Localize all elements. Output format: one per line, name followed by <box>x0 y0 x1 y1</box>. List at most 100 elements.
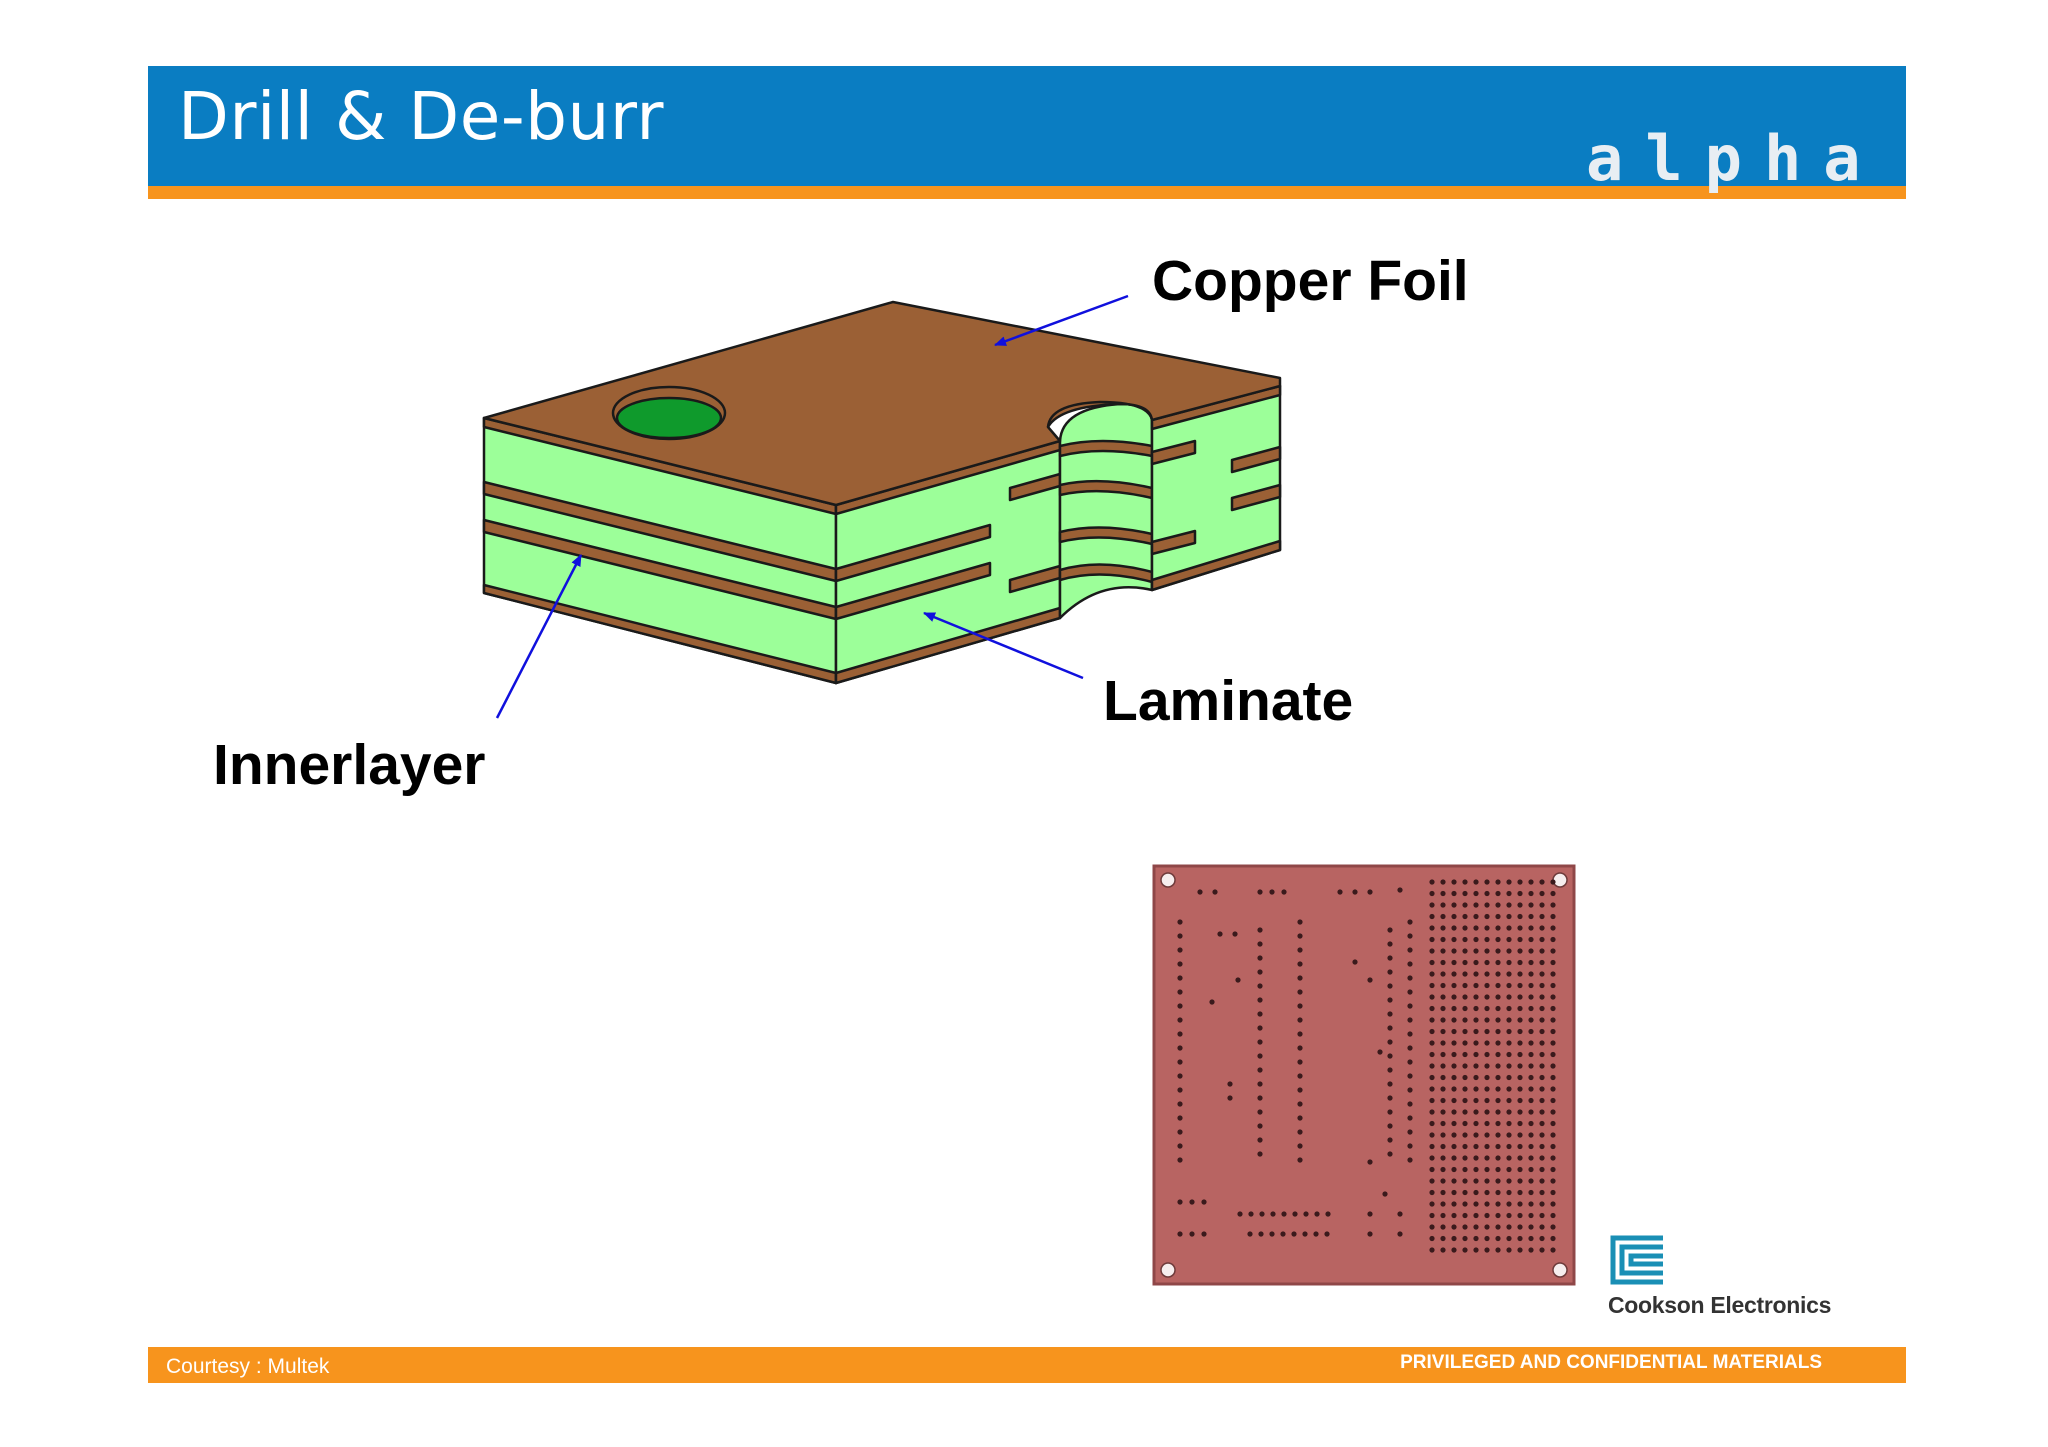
pcb-drill-hole <box>1484 1132 1490 1138</box>
pcb-drill-hole <box>1280 1231 1286 1237</box>
pcb-drill-hole <box>1539 1166 1545 1173</box>
pcb-drill-hole <box>1528 1178 1534 1184</box>
pcb-drill-hole <box>1387 955 1393 961</box>
pcb-drill-hole <box>1550 1201 1556 1207</box>
pcb-drill-hole <box>1177 919 1183 925</box>
pcb-drill-hole <box>1429 959 1435 966</box>
pcb-drill-hole <box>1495 1235 1501 1242</box>
pcb-drill-hole <box>1539 902 1545 908</box>
pcb-drill-hole <box>1451 1097 1457 1104</box>
pcb-drill-hole <box>1506 1074 1512 1081</box>
pcb-drill-hole <box>1473 879 1479 885</box>
pcb-drill-hole <box>1407 919 1413 925</box>
pcb-drill-hole <box>1451 948 1457 954</box>
pcb-drill-hole <box>1473 1224 1479 1230</box>
pcb-drill-hole <box>1407 1143 1413 1149</box>
far-right-face-bottom-copper <box>1150 539 1282 592</box>
pcb-drill-hole <box>1248 1211 1254 1217</box>
pcb-drill-hole <box>1177 975 1183 981</box>
pcb-drill-hole <box>1484 1178 1490 1184</box>
pcb-drill-hole <box>1269 889 1275 895</box>
pcb-drill-hole <box>1506 1224 1512 1230</box>
right-face-inner-2 <box>834 561 992 621</box>
pcb-drill-hole <box>1462 971 1468 977</box>
pcb-drill-hole <box>1528 925 1534 931</box>
pcb-drill-hole <box>1528 1086 1534 1092</box>
pcb-drill-hole <box>1407 1073 1413 1079</box>
pcb-drill-hole <box>1506 902 1512 908</box>
pcb-drill-hole <box>1429 1017 1435 1023</box>
pcb-drill-hole <box>1495 1189 1501 1196</box>
pcb-drill-hole <box>1462 959 1468 966</box>
pcb-drill-hole <box>1297 1115 1303 1121</box>
pcb-drill-hole <box>1517 1201 1523 1207</box>
pcb-drill-hole <box>1528 1224 1534 1230</box>
pcb-drill-hole <box>1517 1040 1523 1046</box>
innerlayer-label: Innerlayer <box>213 733 486 797</box>
pcb-drill-hole <box>1429 890 1435 897</box>
far-right-stub-1 <box>1150 439 1197 466</box>
pcb-drill-hole <box>1451 1017 1457 1023</box>
pcb-drill-hole <box>1257 955 1263 961</box>
pcb-drill-hole <box>1257 969 1263 975</box>
pcb-drill-hole <box>1387 1109 1393 1115</box>
pcb-drill-hole <box>1429 936 1435 943</box>
pcb-drill-hole <box>1297 947 1303 953</box>
pcb-drill-hole <box>1462 1109 1468 1115</box>
header-accent-stripe <box>148 186 1906 199</box>
pcb-drill-hole <box>1367 977 1373 983</box>
pcb-drill-hole <box>1473 1247 1479 1253</box>
pcb-drill-hole <box>1462 982 1468 989</box>
pcb-drill-hole <box>1473 1051 1479 1058</box>
pcb-drill-hole <box>1352 959 1358 965</box>
pcb-drill-hole <box>1429 925 1435 931</box>
pcb-drill-hole <box>1257 1039 1263 1045</box>
pcb-drill-hole <box>1451 1212 1457 1219</box>
pcb-drill-hole <box>1473 1005 1479 1012</box>
pcb-drill-hole <box>1297 1143 1303 1149</box>
pcb-drill-hole <box>1297 1129 1303 1135</box>
pcb-drill-hole <box>1484 1212 1490 1219</box>
pcb-drill-hole <box>1440 959 1446 966</box>
pcb-drill-hole <box>1517 994 1523 1000</box>
pcb-drill-hole <box>1539 1132 1545 1138</box>
pcb-drill-hole <box>1550 1028 1556 1035</box>
copper-foil-label: Copper Foil <box>1152 249 1469 313</box>
pcb-drill-hole <box>1440 913 1446 920</box>
pcb-drill-hole <box>1387 1095 1393 1101</box>
pcb-drill-hole <box>1451 1155 1457 1161</box>
pcb-drill-hole <box>1407 947 1413 953</box>
pcb-drill-hole <box>1451 1028 1457 1035</box>
far-right-stub-3 <box>1230 483 1282 512</box>
pcb-drill-hole <box>1495 1132 1501 1138</box>
pcb-drill-hole <box>1462 1166 1468 1173</box>
pcb-drill-hole <box>1440 1097 1446 1104</box>
pcb-drill-hole <box>1257 1067 1263 1073</box>
pcb-drill-hole <box>1297 1045 1303 1051</box>
pcb-drill-hole <box>1451 1201 1457 1207</box>
pcb-drill-hole <box>1297 1101 1303 1107</box>
pcb-drill-hole <box>1462 1097 1468 1104</box>
pcb-drill-hole <box>1517 1074 1523 1081</box>
pcb-drill-hole <box>1517 1028 1523 1035</box>
pcb-drill-hole <box>1539 1097 1545 1104</box>
pcb-drill-hole <box>1177 933 1183 939</box>
pcb-drill-hole <box>1440 982 1446 989</box>
pcb-drill-hole <box>1297 989 1303 995</box>
pcb-drill-hole <box>1177 1101 1183 1107</box>
pcb-drill-hole <box>1506 913 1512 920</box>
pcb-drill-hole <box>1528 1189 1534 1196</box>
pcb-drill-hole <box>1201 1199 1207 1205</box>
pcb-drill-hole <box>1407 961 1413 967</box>
pcb-drill-hole <box>1506 890 1512 897</box>
pcb-drill-hole <box>1429 1235 1435 1242</box>
pcb-drill-hole <box>1539 1143 1545 1150</box>
pcb-drill-hole <box>1227 1081 1233 1087</box>
pcb-drill-hole <box>1473 1201 1479 1207</box>
pcb-drill-hole <box>1539 948 1545 954</box>
pcb-drill-hole <box>1528 959 1534 966</box>
pcb-drill-hole <box>1528 1120 1534 1127</box>
pcb-drill-hole <box>1484 1028 1490 1035</box>
pcb-drill-hole <box>1451 994 1457 1000</box>
pcb-drill-hole <box>1495 902 1501 908</box>
